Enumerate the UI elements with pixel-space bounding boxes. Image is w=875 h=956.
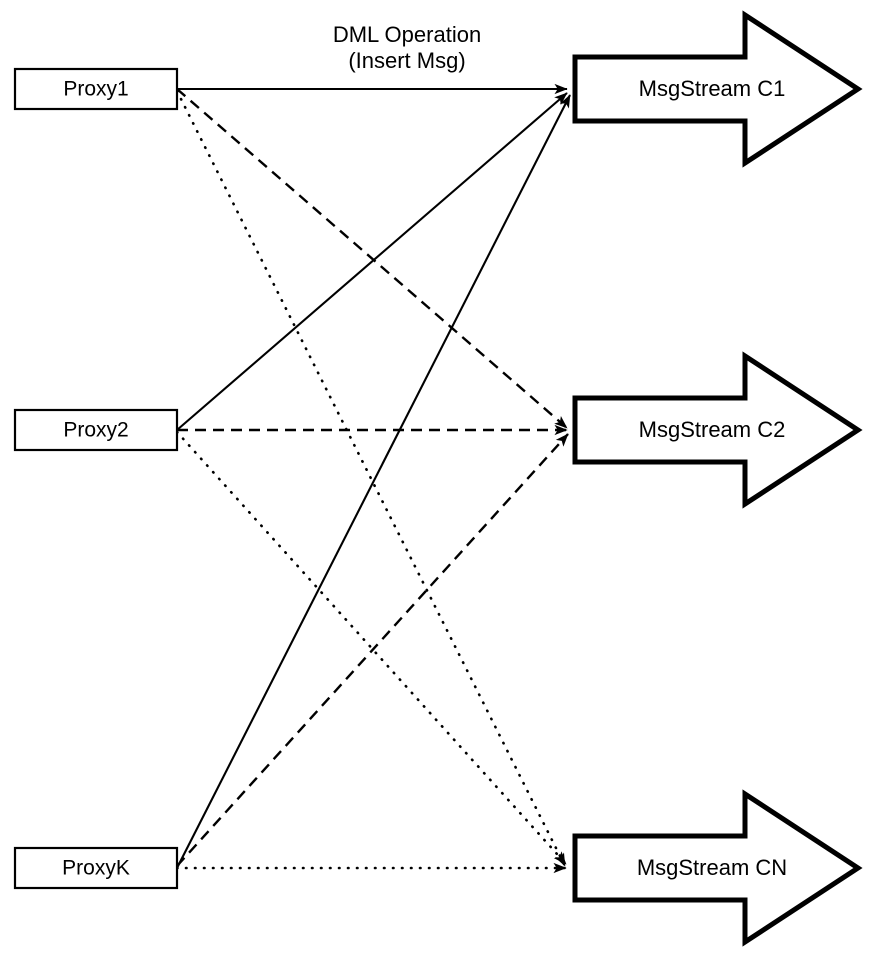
edge-proxy2-to-msgstream-cn [175,430,568,866]
msgstream-layer: MsgStream C1 MsgStream C2 MsgStream CN [572,10,863,947]
edge-proxy2-to-msgstream-c1 [176,92,568,431]
msgstream-c1-label: MsgStream C1 [639,76,786,101]
node-msgstream-c1[interactable]: MsgStream C1 [572,10,863,168]
msgstream-c2-label: MsgStream C2 [639,417,786,442]
node-proxyk[interactable]: ProxyK [13,846,179,890]
msgstream-c2-arrow-shape[interactable] [572,351,863,509]
edge-proxyk-to-msgstream-c2 [176,433,569,867]
proxy2-label: Proxy2 [63,419,128,442]
edge-proxyk-to-msgstream-c1 [176,94,571,869]
edge-proxy1-to-msgstream-cn [175,89,567,868]
msgstream-c1-arrow-shape[interactable] [572,10,863,168]
caption-line-2: (Insert Msg) [348,48,465,73]
node-msgstream-c2[interactable]: MsgStream C2 [572,351,863,509]
proxy1-label: Proxy1 [63,78,128,101]
caption-line-1: DML Operation [333,22,481,47]
proxyk-label: ProxyK [62,857,130,880]
proxyk-box[interactable] [13,846,179,890]
node-proxy2[interactable]: Proxy2 [13,408,179,452]
proxy2-box[interactable] [13,408,179,452]
node-msgstream-cn[interactable]: MsgStream CN [572,789,863,947]
msgstream-cn-label: MsgStream CN [637,855,787,880]
proxy-node-layer: Proxy1 Proxy2 ProxyK [13,67,179,890]
edge-proxy1-to-msgstream-c2 [176,88,568,429]
dml-operation-caption: DML Operation (Insert Msg) [333,22,481,73]
edge-layer [175,83,571,874]
proxy1-box[interactable] [13,67,179,111]
msgstream-cn-arrow-shape[interactable] [572,789,863,947]
node-proxy1[interactable]: Proxy1 [13,67,179,111]
